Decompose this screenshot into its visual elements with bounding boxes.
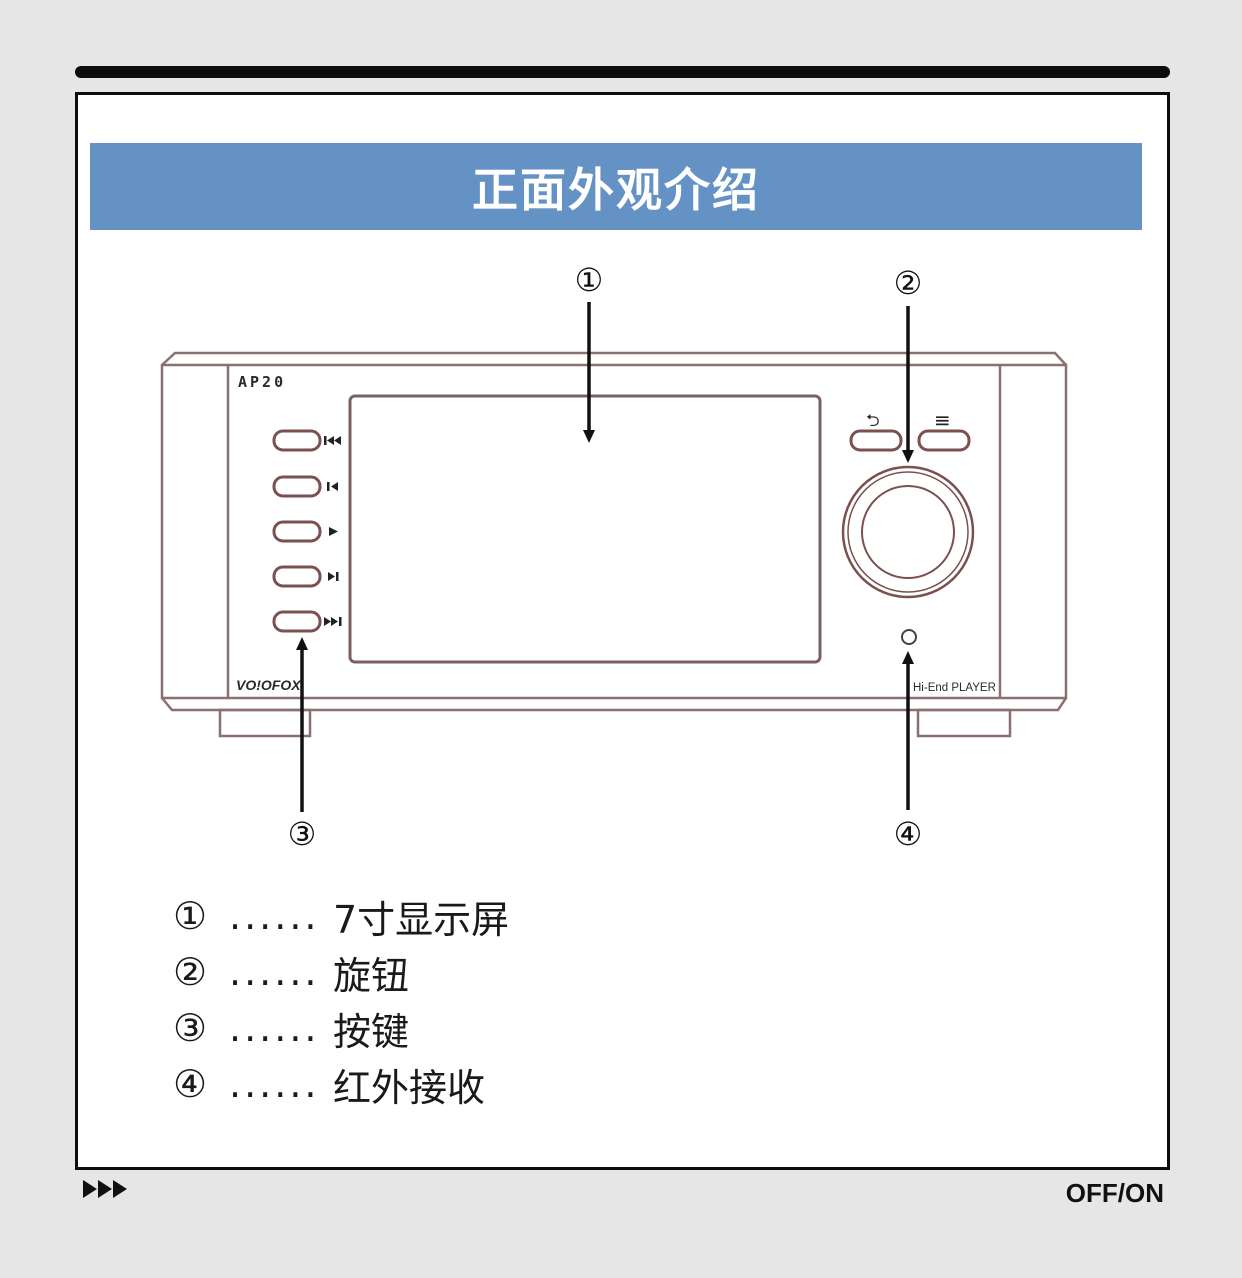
legend: ① ...... 7寸显示屏 ② ...... 旋钮 ③ ...... 按键 ④… (173, 888, 509, 1112)
callout-1: ① (575, 261, 604, 299)
legend-label: 7寸显示屏 (333, 897, 510, 942)
triple-arrow-icon (83, 1180, 128, 1198)
legend-number: ① (173, 894, 208, 938)
legend-dots: ...... (229, 950, 320, 994)
model-label: AP20 (238, 373, 286, 391)
back-icon: ⮌ (866, 411, 880, 431)
page-title: 正面外观介绍 (472, 162, 760, 217)
menu-icon: ≡ (934, 408, 951, 432)
previous-icon (327, 482, 338, 491)
title-banner: 正面外观介绍 (90, 143, 1142, 230)
legend-dots: ...... (229, 1006, 320, 1050)
callout-2: ② (894, 264, 923, 302)
callout-4: ④ (894, 815, 923, 853)
legend-dots: ...... (229, 894, 320, 938)
control-buttons (272, 429, 342, 633)
menu-button[interactable]: ≡ (917, 408, 971, 452)
display-screen (348, 394, 822, 664)
top-rule (75, 66, 1170, 78)
legend-number: ④ (173, 1062, 208, 1106)
legend-label: 红外接收 (333, 1065, 486, 1110)
legend-label: 旋钮 (333, 953, 410, 998)
tagline-label: Hi-End PLAYER (913, 682, 996, 694)
right-foot (916, 708, 1012, 738)
left-foot (218, 708, 312, 738)
next-track-button[interactable] (272, 565, 339, 588)
legend-number: ② (173, 950, 208, 994)
footer-off-on: OFF/ON (1065, 1178, 1164, 1208)
legend-item: ③ ...... 按键 (173, 1000, 509, 1056)
next-track-fast-button[interactable] (272, 610, 342, 633)
legend-dots: ...... (229, 1062, 320, 1106)
callout-3: ③ (288, 815, 317, 853)
rotary-knob[interactable] (841, 465, 975, 599)
back-button[interactable]: ⮌ (849, 411, 903, 452)
ir-receiver (901, 629, 917, 645)
fast-rewind-icon (324, 436, 341, 445)
next-icon (328, 572, 339, 581)
prev-track-button[interactable] (272, 475, 338, 498)
prev-track-fast-button[interactable] (272, 429, 341, 452)
brand-label: VO!OFOX (236, 677, 302, 693)
legend-item: ② ...... 旋钮 (173, 944, 509, 1000)
device-body (160, 351, 1068, 738)
legend-label: 按键 (333, 1009, 410, 1054)
play-icon (329, 527, 338, 536)
legend-item: ④ ...... 红外接收 (173, 1056, 509, 1112)
play-button[interactable] (272, 520, 338, 543)
fast-forward-icon (324, 617, 342, 626)
legend-number: ③ (173, 1006, 208, 1050)
legend-item: ① ...... 7寸显示屏 (173, 888, 509, 944)
callout-arrows (296, 302, 914, 812)
